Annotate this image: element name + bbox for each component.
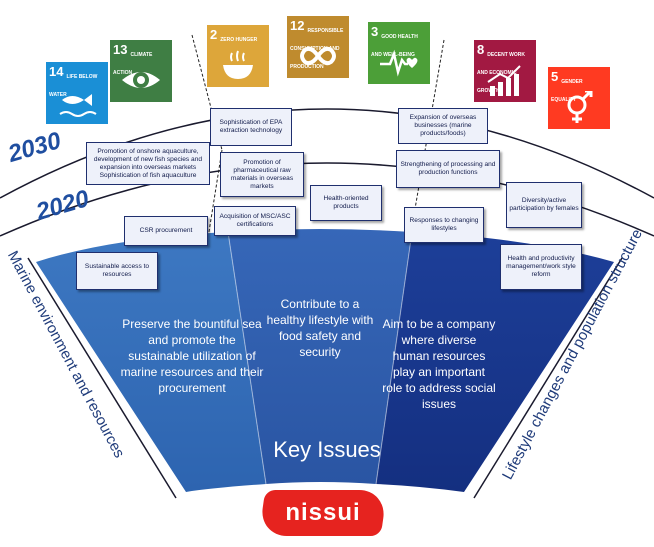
infinity-icon: [300, 46, 336, 66]
right-boundary: [473, 257, 623, 499]
box-health-productivity: Health and productivity management/work …: [500, 244, 582, 290]
box-sustainable-access: Sustainable access to resources: [76, 252, 158, 290]
box-msc-asc: Acquisition of MSC/ASC certifications: [214, 206, 296, 236]
separator-1: [227, 231, 267, 485]
gender-icon: [567, 91, 593, 123]
left-boundary: [27, 257, 177, 499]
key-issues-label: Key Issues: [273, 437, 381, 462]
box-responses-lifestyles: Responses to changing lifestyles: [404, 207, 484, 243]
box-epa-extraction: Sophistication of EPA extraction technol…: [210, 108, 292, 146]
growth-chart-icon: [487, 65, 521, 96]
nissui-logo: nissui: [258, 490, 388, 536]
issue-marine: Preserve the bountiful sea and promote t…: [120, 317, 264, 395]
box-strengthening: Strengthening of processing and producti…: [396, 150, 500, 188]
box-csr-procurement: CSR procurement: [124, 216, 208, 246]
segment-marine: [36, 232, 266, 492]
box-overseas-business: Expansion of overseas businesses (marine…: [398, 108, 488, 144]
segment-people: [376, 232, 614, 492]
separator-2: [375, 231, 413, 485]
box-diversity: Diversity/active participation by female…: [506, 182, 582, 228]
issue-health: Contribute to a healthy lifestyle with f…: [266, 297, 374, 359]
globe-eye-icon: [122, 72, 160, 88]
segment-health: [228, 229, 412, 484]
box-health-products: Health-oriented products: [310, 185, 382, 221]
issue-people: Aim to be a company where diverse human …: [382, 317, 496, 411]
fish-icon: [59, 94, 97, 117]
box-onshore-aquaculture: Promotion of onshore aquaculture, develo…: [86, 142, 210, 185]
box-pharma-materials: Promotion of pharmaceutical raw material…: [220, 152, 304, 197]
heartbeat-icon: [380, 49, 418, 77]
bowl-icon: [223, 50, 253, 79]
